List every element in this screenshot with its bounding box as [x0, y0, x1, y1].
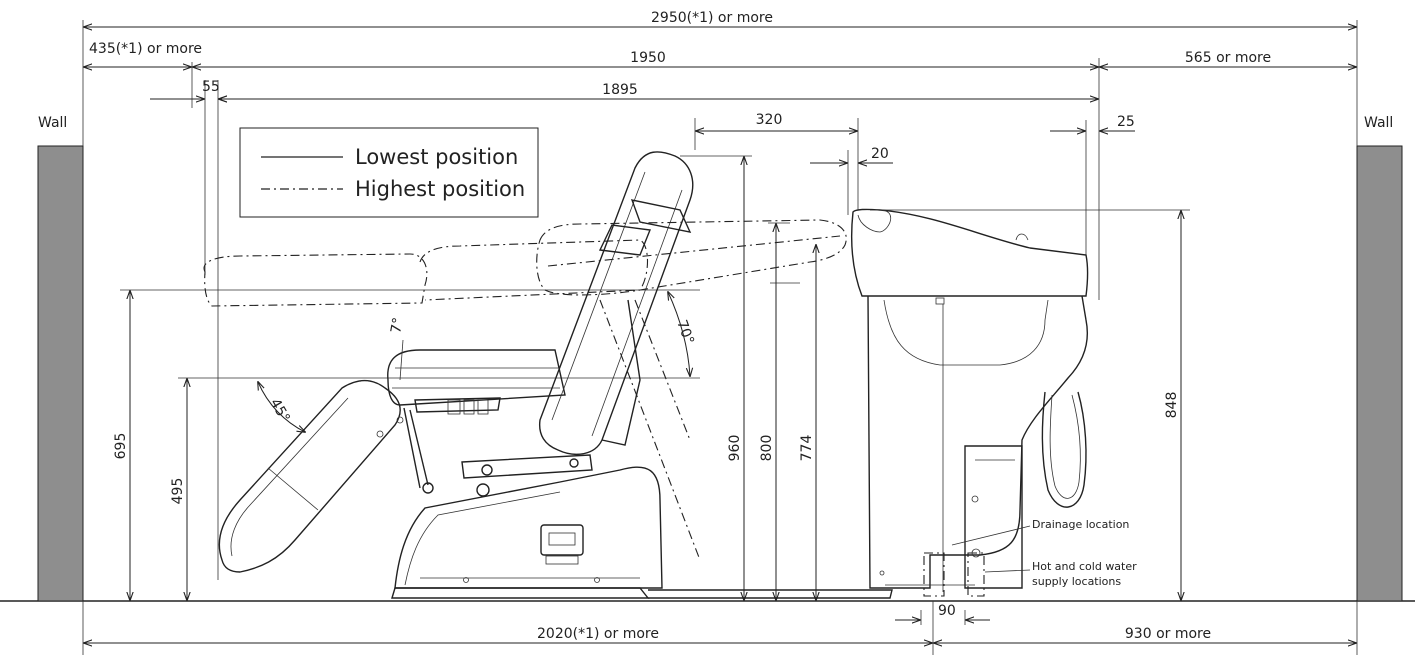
dim-20-label: 20: [871, 146, 889, 162]
angle-45-label: 45°: [267, 396, 293, 426]
callout-water-label-line2: supply locations: [1032, 575, 1121, 588]
dim-695: 695: [113, 291, 130, 600]
dim-unit-length: 1950: [193, 50, 1098, 67]
left-wall: Wall: [37, 115, 84, 602]
dim-total: 2950(*1) or more: [84, 10, 1356, 27]
dim-bottom-left: 2020(*1) or more: [84, 626, 932, 643]
dim-495-label: 495: [170, 478, 186, 505]
dim-774-label: 774: [799, 435, 815, 462]
dim-55-label: 55: [202, 79, 220, 95]
dim-320: 320: [696, 112, 857, 131]
dim-25-label: 25: [1117, 114, 1135, 130]
callout-drainage: Drainage location: [951, 518, 1129, 546]
dim-chair-length: 1895: [219, 82, 1098, 99]
dim-90-label: 90: [938, 603, 956, 619]
callout-drainage-label: Drainage location: [1032, 518, 1129, 531]
right-wall: Wall: [1356, 115, 1403, 602]
dim-960: 960: [727, 157, 744, 600]
legend: Lowest position Highest position: [239, 127, 539, 218]
dim-800: 800: [759, 224, 776, 600]
dim-bottom-right: 930 or more: [934, 626, 1356, 643]
highest-seat: [419, 239, 649, 301]
dim-320-label: 320: [756, 112, 783, 128]
dim-right-clearance-label: 565 or more: [1185, 50, 1271, 66]
shampoo-basin-unit: [851, 208, 1089, 597]
angle-70-label: 70°: [673, 318, 697, 347]
dim-bottom-left-label: 2020(*1) or more: [537, 626, 659, 642]
dim-left-clearance-label: 435(*1) or more: [89, 41, 202, 57]
dim-20: 20: [810, 146, 893, 163]
dim-total-label: 2950(*1) or more: [651, 10, 773, 26]
dental-chair: [203, 151, 893, 599]
legend-highest-label: Highest position: [355, 177, 525, 201]
dim-25: 25: [1050, 114, 1135, 131]
dim-unit-length-label: 1950: [630, 50, 666, 66]
dim-left-clearance: 435(*1) or more: [84, 41, 202, 67]
dim-bottom-right-label: 930 or more: [1125, 626, 1211, 642]
left-wall-label: Wall: [38, 115, 67, 131]
highest-leg-rest: [203, 253, 428, 307]
legend-lowest-label: Lowest position: [355, 145, 518, 169]
dim-chair-length-label: 1895: [602, 82, 638, 98]
callout-water-label-line1: Hot and cold water: [1032, 560, 1137, 573]
dim-774: 774: [799, 245, 816, 600]
dim-800-label: 800: [759, 435, 775, 462]
callout-water-supply: Hot and cold water supply locations: [984, 560, 1137, 588]
dim-695-label: 695: [113, 433, 129, 460]
dim-90: 90: [895, 603, 990, 620]
dim-848: 848: [1164, 211, 1181, 600]
extension-lines: [82, 20, 1358, 655]
dim-848-label: 848: [1164, 392, 1180, 419]
dim-960-label: 960: [727, 435, 743, 462]
highest-backrest: [536, 219, 847, 296]
dim-55: 55: [150, 79, 240, 99]
right-wall-label: Wall: [1364, 115, 1393, 131]
dim-495: 495: [170, 379, 187, 600]
angle-7-label: 7°: [388, 316, 407, 334]
dim-right-clearance: 565 or more: [1100, 50, 1356, 67]
